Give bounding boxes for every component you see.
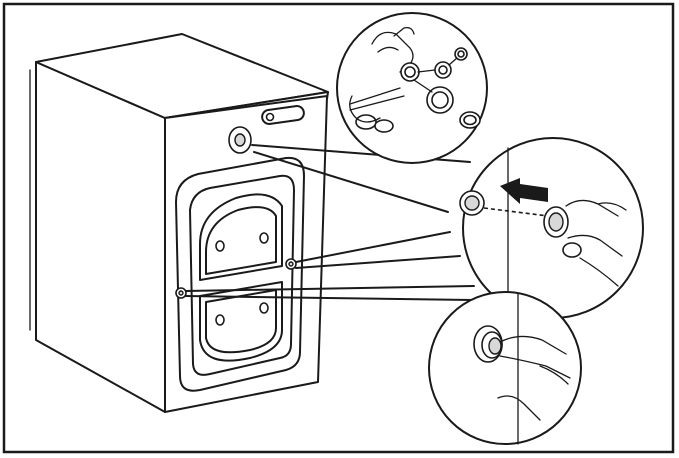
- cap-ring-large-inner: [431, 91, 449, 109]
- finger-outline: [499, 335, 567, 355]
- upper-panel-inner: [205, 206, 277, 275]
- insert-arrow-icon: [500, 178, 548, 204]
- finger-outline: [579, 257, 619, 287]
- hand-outline: [349, 95, 381, 123]
- callout-circle-top: [336, 12, 488, 164]
- finger-outline: [497, 395, 541, 421]
- right-bolt-hole-inner: [288, 261, 294, 267]
- panel-hole-inner: [464, 195, 480, 211]
- knuckle-line: [539, 365, 569, 385]
- pressed-cap-inner: [488, 337, 502, 355]
- scissor-handle: [374, 119, 394, 133]
- leader-line-right-upper: [295, 231, 451, 263]
- scissor-blade: [349, 87, 401, 105]
- inlet-hole: [265, 112, 275, 122]
- finger-outline: [499, 355, 571, 379]
- hand-outline: [371, 31, 414, 73]
- top-bolt-hole-inner: [234, 133, 246, 147]
- finger-line: [393, 26, 415, 37]
- bolt-hole: [215, 240, 225, 252]
- sprue-link: [413, 79, 433, 93]
- scissor-blade: [349, 95, 405, 111]
- callout-circle-bottom: [428, 291, 582, 445]
- leader-line-top-lower: [253, 151, 449, 213]
- sprue-link: [448, 57, 458, 66]
- cap-ring-inner: [457, 50, 465, 58]
- finger-line: [377, 46, 399, 53]
- washing-machine: [29, 33, 329, 413]
- sprue-link: [417, 69, 436, 73]
- loose-cap-inner: [463, 114, 477, 126]
- finger-outline: [567, 234, 623, 257]
- cap-ring-inner: [404, 66, 416, 78]
- bolt-hole: [259, 232, 269, 244]
- cap-ring-inner: [438, 65, 448, 75]
- insert-guide-dashed: [483, 207, 549, 217]
- leader-line-left-lower: [185, 295, 473, 301]
- back-recess-inner: [189, 174, 295, 376]
- cap-inner: [548, 212, 564, 232]
- callout-cut-caps: [336, 12, 488, 164]
- knuckle-line: [597, 202, 627, 211]
- left-bolt-hole-inner: [178, 290, 184, 296]
- bolt-hole: [215, 314, 225, 326]
- back-recess-frame: [175, 156, 305, 392]
- lower-panel-inner: [205, 289, 277, 354]
- lower-panel: [199, 281, 283, 362]
- callout-press-cap: [428, 291, 582, 445]
- leader-line-left-upper: [185, 285, 475, 292]
- leader-line-right-lower: [295, 255, 461, 269]
- callout-insert-cap: [459, 137, 644, 319]
- cap-back: [562, 242, 582, 258]
- upper-panel: [199, 193, 283, 281]
- bolt-hole: [259, 302, 269, 314]
